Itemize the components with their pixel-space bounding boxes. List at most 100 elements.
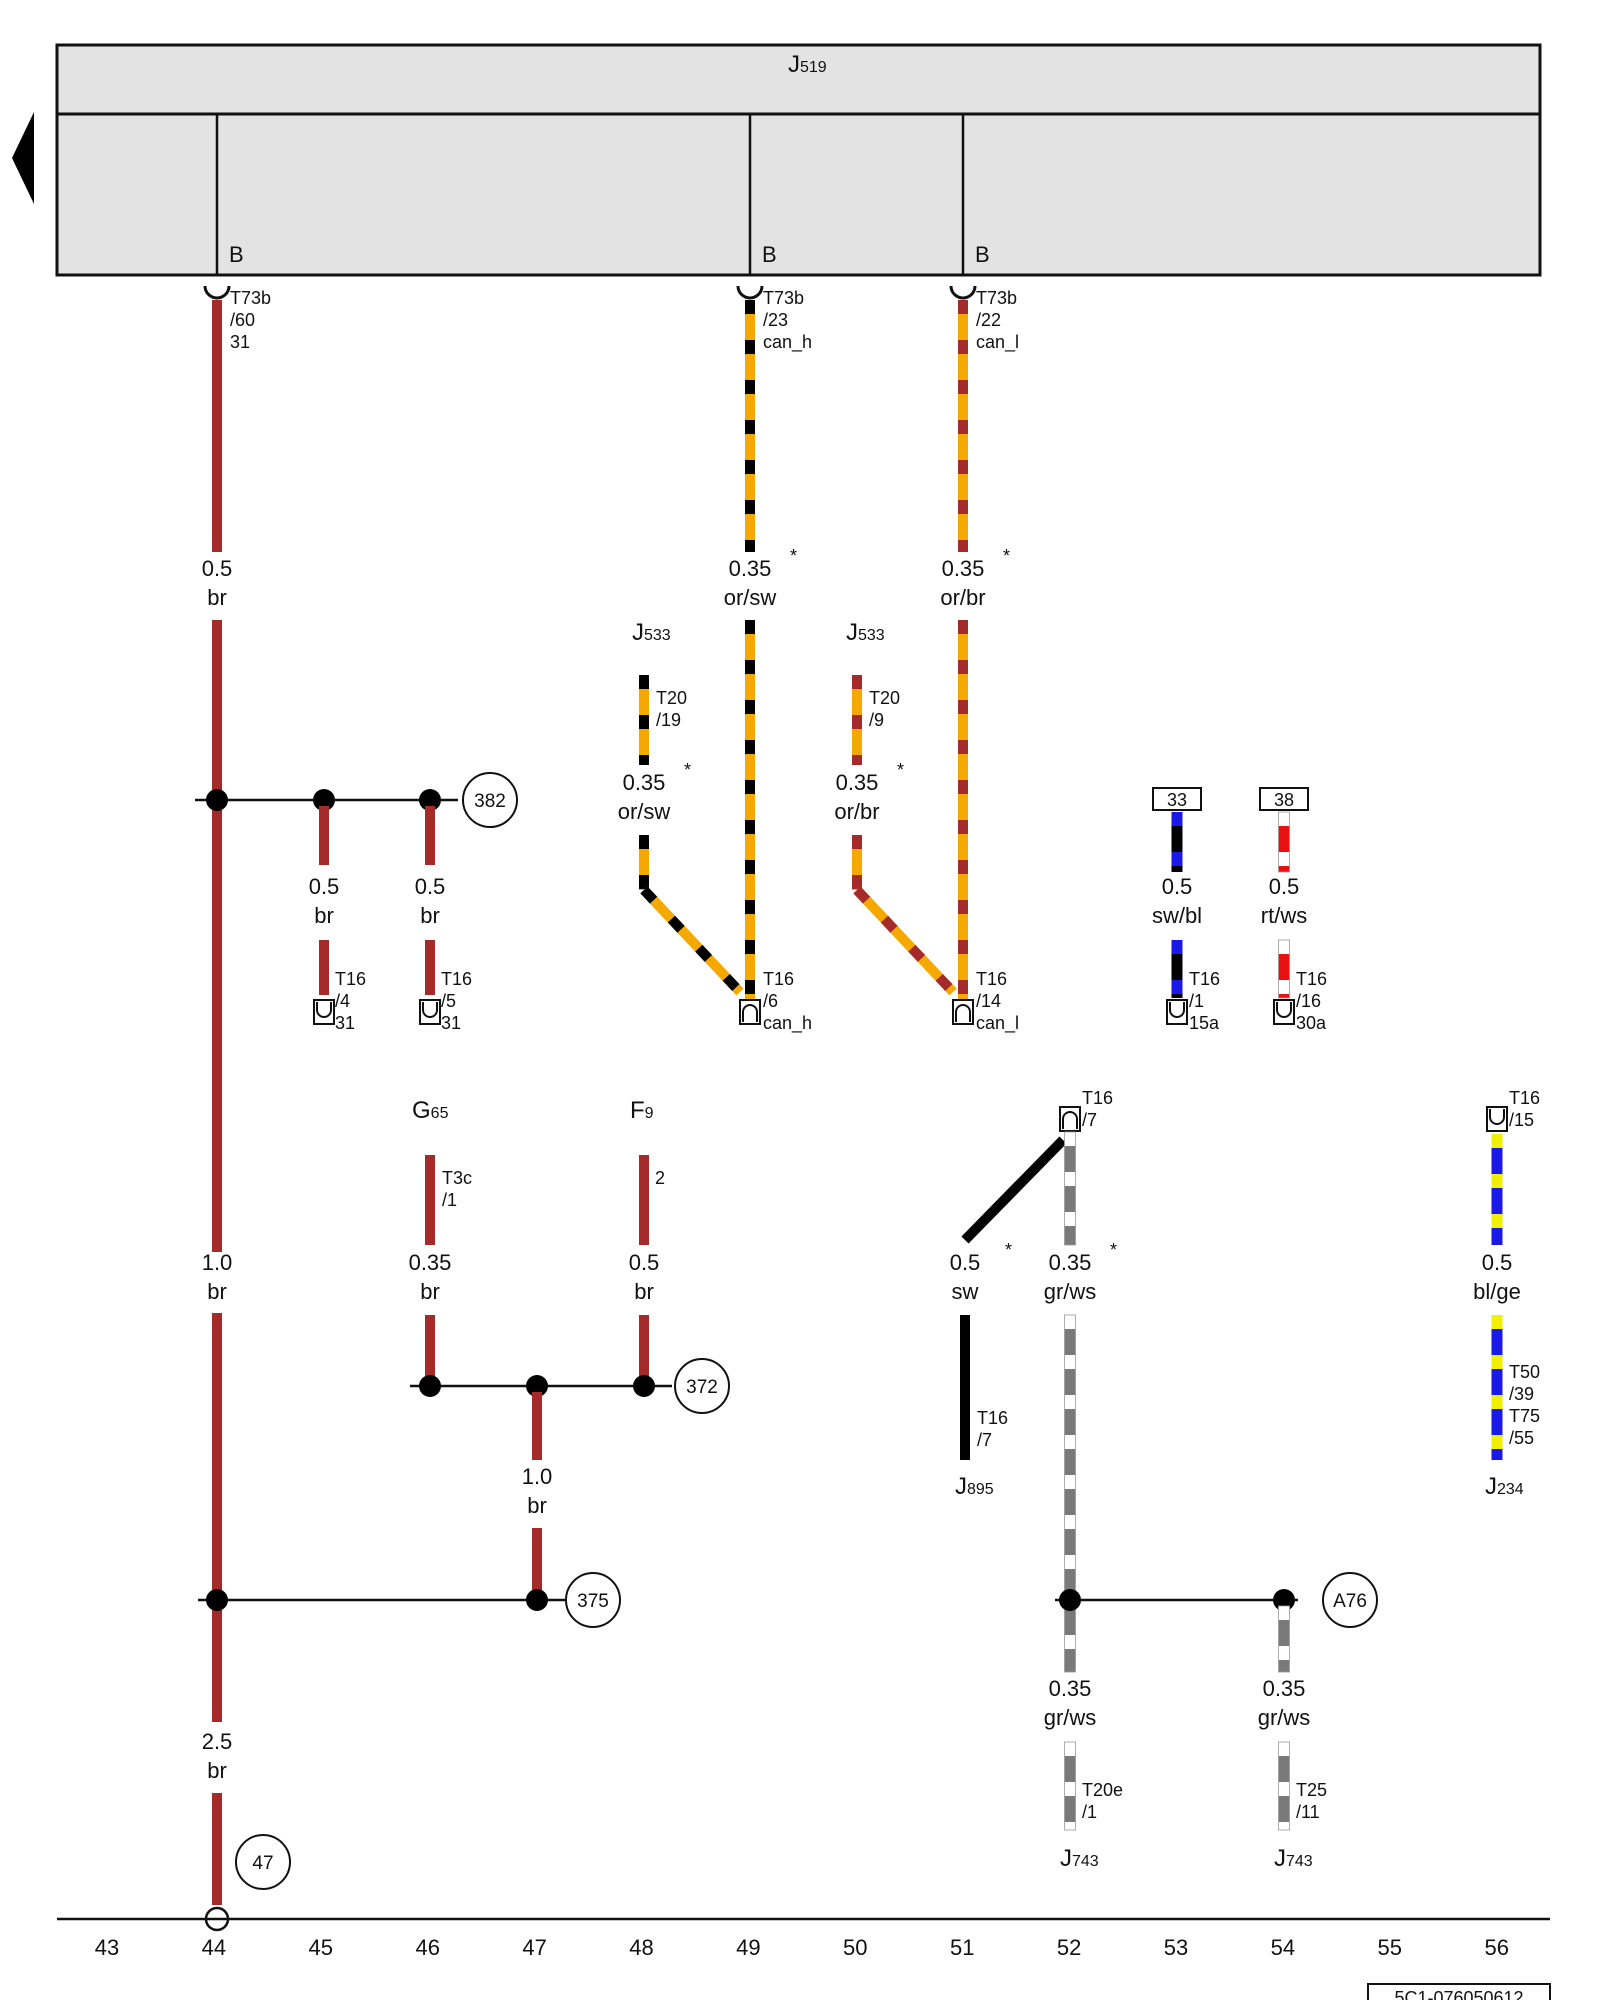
component-label-j234: J234 — [1485, 1473, 1524, 1500]
wire-outline — [1064, 1131, 1076, 1246]
connector-pin-label: 31 — [230, 332, 250, 352]
component-label-j533: J533 — [846, 619, 885, 646]
fuse-reference-label: 38 — [1274, 790, 1294, 810]
component-label-j743: J743 — [1274, 1845, 1313, 1872]
connector-pin-label: /23 — [763, 310, 788, 330]
reference-label: 47 — [252, 1853, 273, 1874]
connector-socket-icon — [203, 285, 231, 300]
wire-color-label: or/br — [834, 799, 879, 824]
control-unit-pin-label: B — [229, 242, 244, 267]
connector-pin-label: /22 — [976, 310, 1001, 330]
connector-pin-label: 2 — [655, 1168, 665, 1188]
optional-marker: * — [684, 760, 691, 780]
connector-pin-label: /7 — [977, 1430, 992, 1450]
wire-color-label: br — [207, 1758, 227, 1783]
connector-terminal-icon — [313, 999, 335, 1025]
control-unit-box — [55, 43, 1542, 277]
wire-size-label: 0.35 — [1049, 1250, 1092, 1275]
column-number: 52 — [1057, 1935, 1081, 1960]
wire-color-label: bl/ge — [1473, 1279, 1521, 1304]
wire-color-label: gr/ws — [1044, 1705, 1097, 1730]
column-number: 50 — [843, 1935, 867, 1960]
wire-color-label: br — [634, 1279, 654, 1304]
connector-pin-label: T16 — [977, 1408, 1008, 1428]
wire-size-label: 2.5 — [202, 1729, 233, 1754]
connector-pin-label: T16 — [763, 969, 794, 989]
column-number: 53 — [1164, 1935, 1188, 1960]
wire-size-label: 0.35 — [623, 770, 666, 795]
reference-circle-375 — [565, 1572, 621, 1628]
column-number: 46 — [415, 1935, 439, 1960]
connector-pin-label: /5 — [441, 991, 456, 1011]
wire-color-label: sw — [952, 1279, 979, 1304]
connector-pin-label: T50 — [1509, 1362, 1540, 1382]
wire-size-label: 0.5 — [1269, 874, 1300, 899]
optional-marker: * — [790, 546, 797, 566]
connector-socket-icon — [736, 285, 764, 300]
connector-pin-label: T73b — [763, 288, 804, 308]
wire-color-label: or/sw — [618, 799, 671, 824]
fuse-reference-box-33 — [1152, 787, 1202, 811]
wire-size-label: 0.5 — [1482, 1250, 1513, 1275]
connector-pin-label: /39 — [1509, 1384, 1534, 1404]
fuse-reference-box-38 — [1259, 787, 1309, 811]
connector-pin-label: /1 — [1189, 991, 1204, 1011]
connector-pin-icon — [742, 1004, 758, 1022]
connector-pin-label: can_h — [763, 1013, 812, 1034]
wire-outline — [1278, 811, 1290, 873]
connector-pin-label: /7 — [1082, 1110, 1097, 1130]
wire-color-label: br — [314, 903, 334, 928]
wire-outline — [1278, 1605, 1290, 1673]
connector-pin-label: T16 — [1082, 1088, 1113, 1108]
component-label-j533: J533 — [632, 619, 671, 646]
wire-color-label: br — [420, 903, 440, 928]
column-number: 49 — [736, 1935, 760, 1960]
component-label-j895: J895 — [955, 1473, 994, 1500]
connector-pin-label: T75 — [1509, 1406, 1540, 1426]
control-unit-label: J519 — [788, 51, 827, 78]
drawing-code-box — [1367, 1983, 1551, 2000]
column-number: 45 — [309, 1935, 333, 1960]
wire-size-label: 0.5 — [309, 874, 340, 899]
connector-socket-icon — [949, 285, 977, 300]
connector-pin-label: /1 — [1082, 1802, 1097, 1822]
connector-terminal-icon — [1273, 999, 1295, 1025]
reference-circle-47 — [235, 1834, 291, 1890]
wire-size-label: 0.5 — [1162, 874, 1193, 899]
reference-circle-372 — [674, 1358, 730, 1414]
connector-pin-label: T16 — [1296, 969, 1327, 989]
connector-pin-icon — [955, 1004, 971, 1022]
wire-color-label: rt/ws — [1261, 903, 1307, 928]
junction-dot — [1059, 1589, 1081, 1611]
reference-label: 382 — [474, 791, 506, 812]
page-back-arrow-icon[interactable] — [12, 112, 34, 204]
connector-pin-label: T16 — [976, 969, 1007, 989]
connector-pin-label: T3c — [442, 1168, 472, 1188]
connector-pin-label: /4 — [335, 991, 350, 1011]
connector-pin-label: T20 — [656, 688, 687, 708]
junction-dot — [1273, 1589, 1295, 1611]
column-number: 48 — [629, 1935, 653, 1960]
column-number: 44 — [202, 1935, 226, 1960]
connector-pin-icon — [316, 1002, 332, 1018]
junction-dot — [206, 1589, 228, 1611]
component-label-g65: G65 — [412, 1097, 449, 1124]
connector-pin-icon — [1169, 1002, 1185, 1018]
reference-label: 375 — [577, 1591, 609, 1612]
optional-marker: * — [1005, 1240, 1012, 1260]
connector-terminal-icon — [419, 999, 441, 1025]
connector-pin-label: /1 — [442, 1190, 457, 1210]
junction-dot — [419, 789, 441, 811]
connector-pin-label: T16 — [1189, 969, 1220, 989]
junction-dot — [206, 789, 228, 811]
control-unit-pin-label: B — [975, 242, 990, 267]
column-number: 51 — [950, 1935, 974, 1960]
wire-color-label: br — [207, 585, 227, 610]
wire-color-label: br — [420, 1279, 440, 1304]
wire-size-label: 0.35 — [1263, 1676, 1306, 1701]
reference-label: A76 — [1333, 1591, 1367, 1612]
wire-51-diag — [961, 1136, 1067, 1244]
junction-dot — [526, 1375, 548, 1397]
wire-color-label: or/sw — [724, 585, 777, 610]
column-number: 43 — [95, 1935, 119, 1960]
